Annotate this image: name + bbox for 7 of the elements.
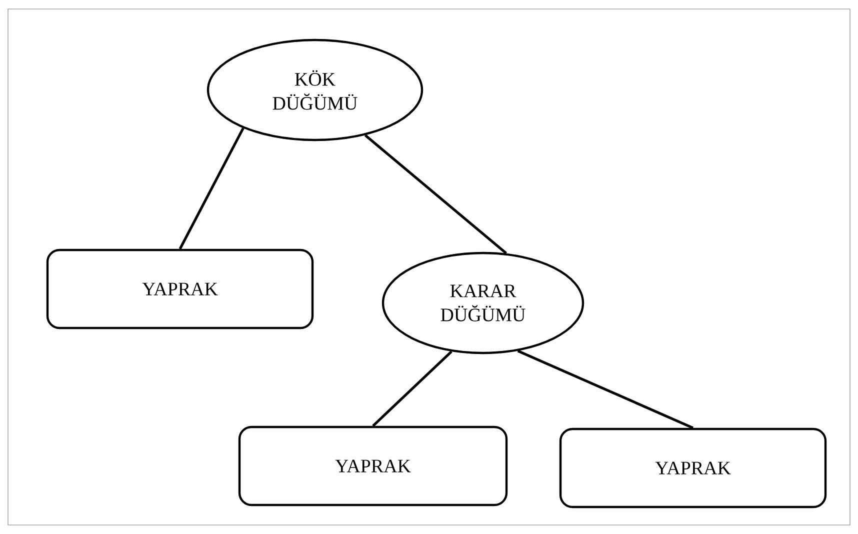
leaf-box: YAPRAK	[46, 248, 314, 330]
connector-line	[372, 350, 452, 427]
leaf-box: YAPRAK	[238, 426, 508, 506]
connector-line	[364, 134, 508, 254]
connector-line	[517, 350, 694, 430]
leaf-box: YAPRAK	[559, 428, 827, 508]
connector-line	[178, 128, 244, 250]
